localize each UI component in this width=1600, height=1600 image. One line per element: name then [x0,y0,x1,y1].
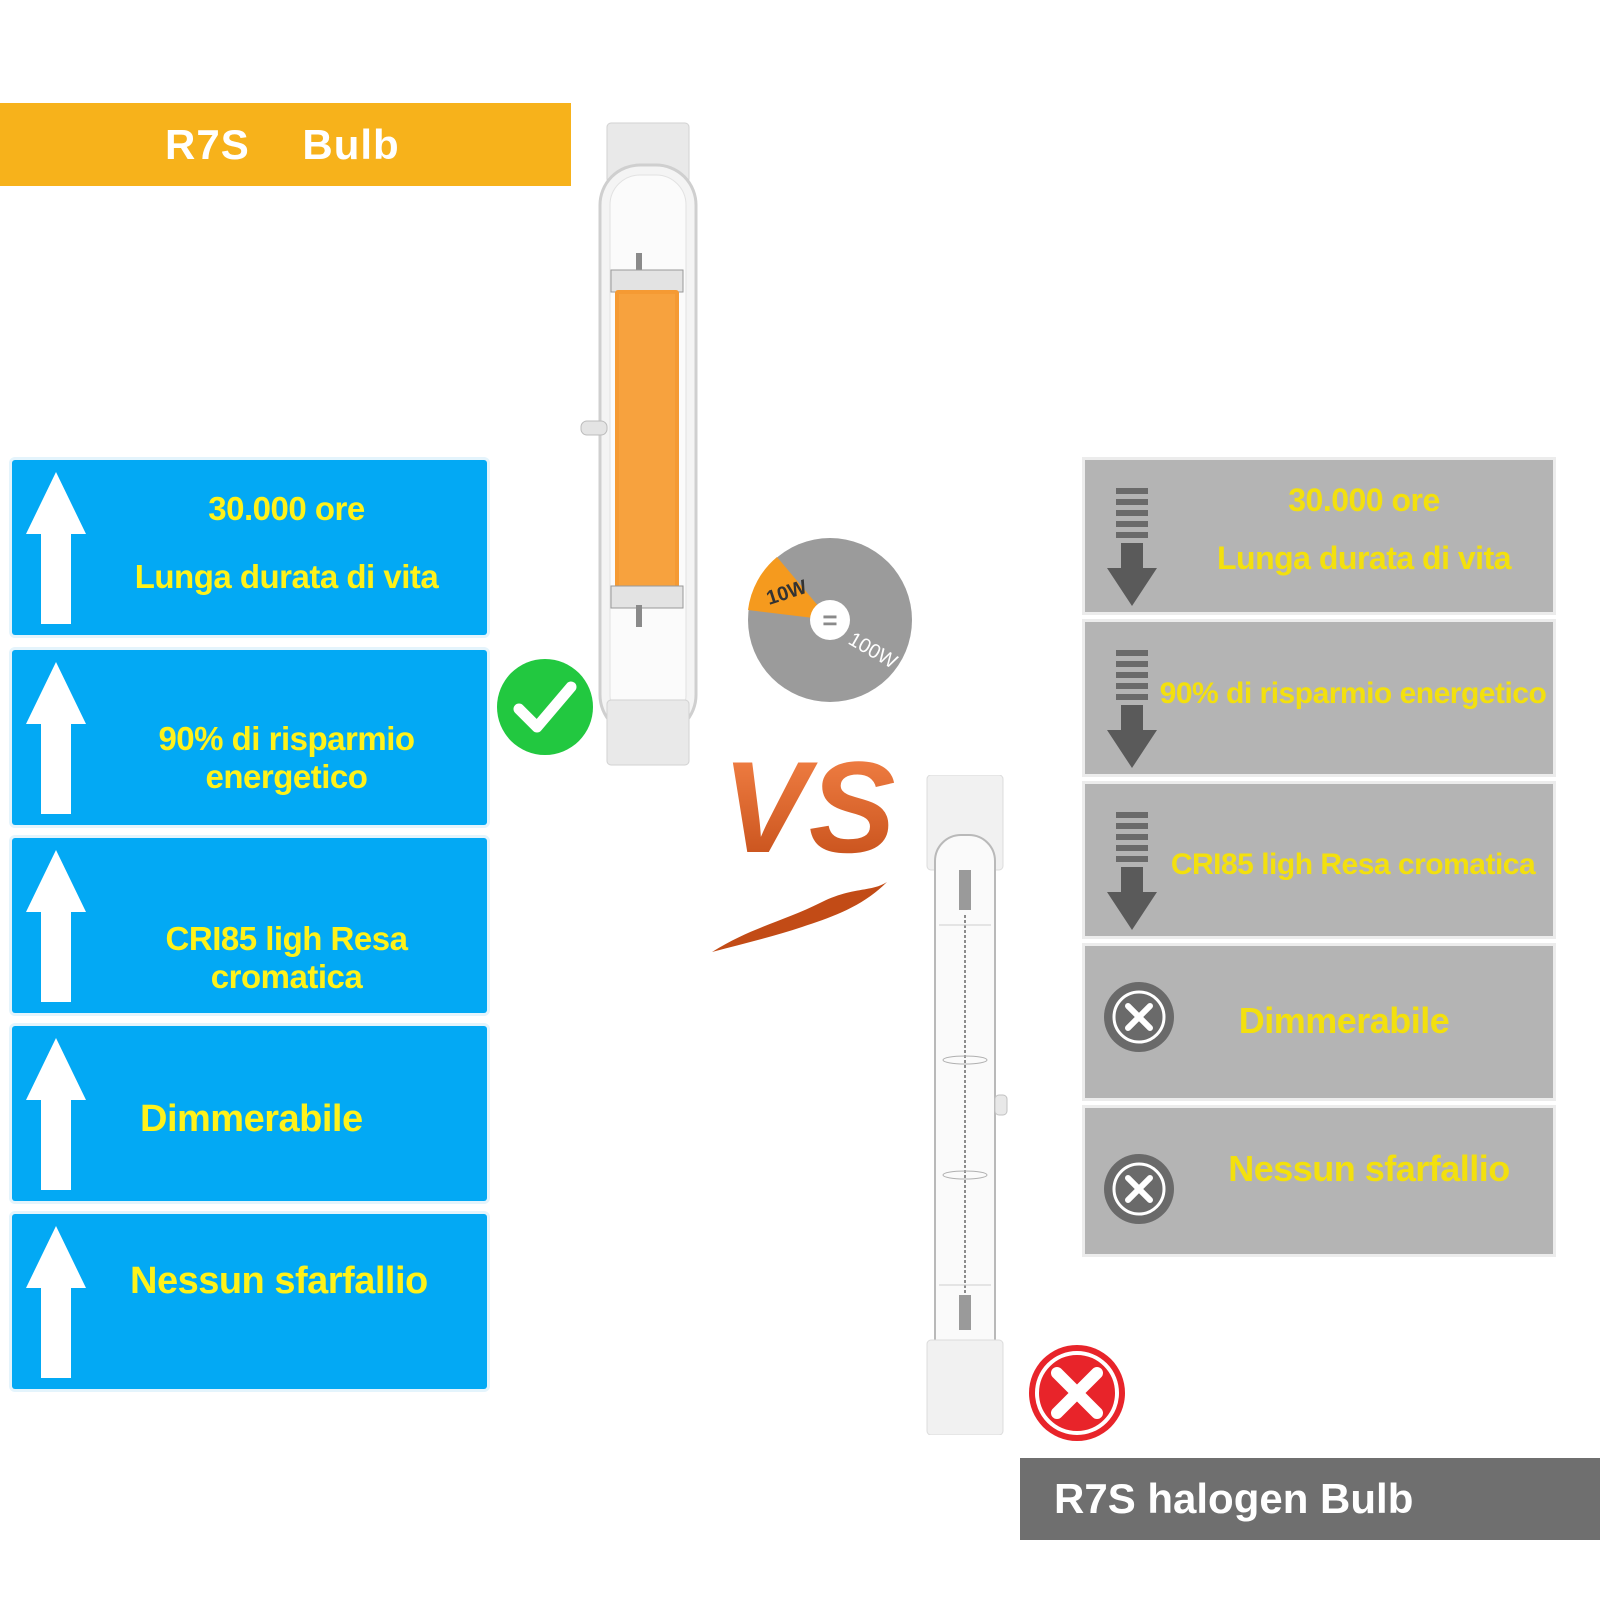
up-arrow-icon [26,1226,86,1378]
halogen-feature-text: Lunga durata di vita [1216,540,1512,576]
vs-text: VS [722,734,895,880]
up-arrow-icon [26,662,86,814]
x-circle-icon [1104,982,1174,1052]
led-feature-text: 90% di risparmio energetico [158,720,415,795]
led-r7s-bulb-image [575,105,725,785]
halogen-feature-text: Dimmerabile [1238,1000,1450,1041]
led-feature-text: CRI85 ligh Resa cromatica [165,920,408,995]
up-arrow-icon [26,1038,86,1190]
led-feature-text: Lunga durata di vita [134,558,439,595]
led-feature-no-flicker: Nessun sfarfallio [12,1214,487,1389]
down-arrow-icon [1107,812,1157,930]
led-feature-text: Nessun sfarfallio [130,1260,428,1302]
led-feature-energy: 90% di risparmio energetico [12,650,487,825]
halogen-feature-text: 30.000 ore [1288,482,1440,518]
up-arrow-icon [26,850,86,1002]
halogen-feature-text: 90% di risparmio energetico [1159,677,1547,710]
led-feature-text: Dimmerabile [140,1098,363,1140]
halogen-feature-cri: CRI85 ligh Resa cromatica [1085,784,1553,936]
vs-graphic: VS [712,734,895,952]
check-icon [497,659,593,755]
down-arrow-icon [1107,650,1157,768]
led-feature-text: 30.000 ore [208,490,365,527]
up-arrow-icon [26,472,86,624]
halogen-feature-dimmable: Dimmerabile [1085,946,1553,1098]
halogen-r7s-bulb-image [926,775,1008,1435]
halogen-feature-text: Nessun sfarfallio [1228,1148,1510,1189]
halogen-bulb-title: R7S halogen Bulb [1020,1458,1600,1540]
led-feature-lifespan: 30.000 ore Lunga durata di vita [12,460,487,635]
halogen-feature-energy: 90% di risparmio energetico [1085,622,1553,774]
led-feature-dimmable: Dimmerabile [12,1026,487,1201]
halogen-feature-text: CRI85 ligh Resa cromatica [1170,848,1536,881]
equals-icon: = [822,605,837,635]
x-circle-icon [1104,1154,1174,1224]
led-bulb-title: R7S Bulb [0,103,571,186]
halogen-feature-lifespan: 30.000 ore Lunga durata di vita [1085,460,1553,612]
cross-icon [1029,1345,1125,1441]
wattage-comparison-disc: 10W = 100W [748,538,912,702]
halogen-feature-no-flicker: Nessun sfarfallio [1085,1108,1553,1254]
down-arrow-icon [1107,488,1157,606]
led-feature-cri: CRI85 ligh Resa cromatica [12,838,487,1013]
